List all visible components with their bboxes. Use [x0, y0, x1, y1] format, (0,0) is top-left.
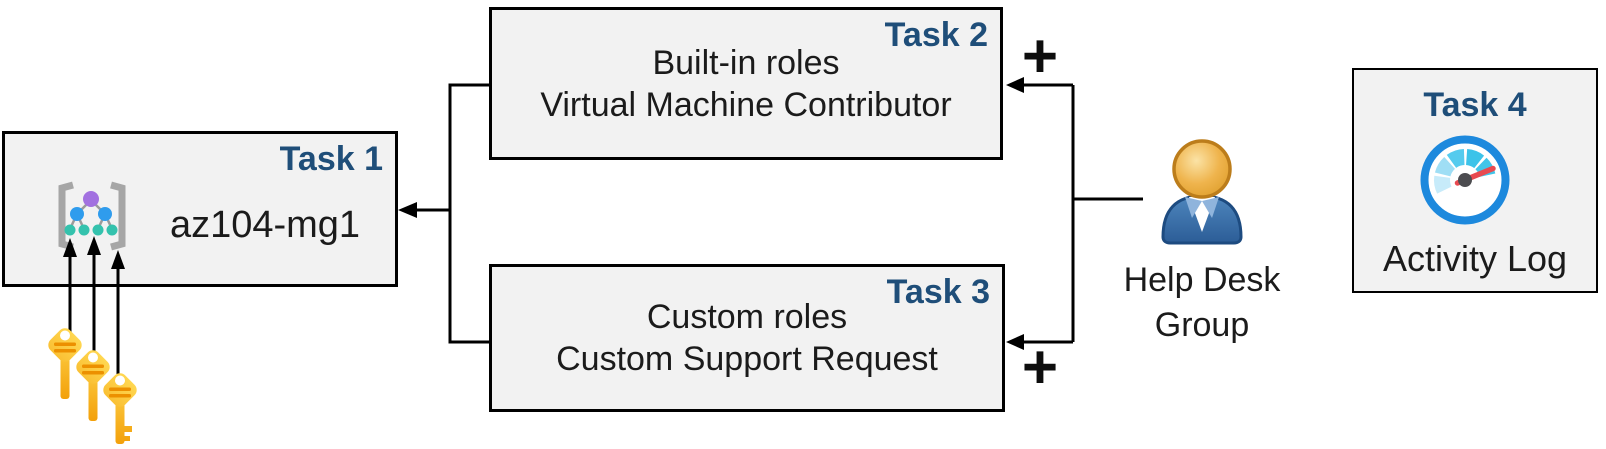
task4-box: Task 4 Activity Log	[1352, 68, 1598, 293]
plus-sign-task3: +	[1021, 333, 1059, 402]
group-label-line2: Group	[1154, 306, 1250, 344]
task3-label: Task 3	[886, 273, 990, 311]
gauge-dashboard-icon	[1420, 135, 1510, 225]
task2-line2: Virtual Machine Contributor	[540, 85, 952, 124]
group-label-line1: Help Desk	[1123, 261, 1281, 299]
person-head	[1172, 139, 1232, 199]
task3-box: Task 3 Custom roles Custom Support Reque…	[489, 264, 1005, 412]
task2-box: Task 2 Built-in roles Virtual Machine Co…	[489, 7, 1003, 160]
plus-sign-task2: +	[1021, 22, 1059, 91]
task3-line2: Custom Support Request	[556, 340, 938, 378]
keys-icon	[45, 325, 140, 444]
key-3	[100, 370, 140, 444]
task2-line1: Built-in roles	[652, 43, 840, 82]
management-group-name: az104-mg1	[169, 204, 361, 246]
task4-caption: Activity Log	[1382, 238, 1568, 279]
bracket-connector	[448, 83, 489, 344]
task3-line1: Custom roles	[646, 298, 848, 336]
task2-label: Task 2	[884, 16, 988, 54]
task4-label: Task 4	[1423, 86, 1527, 124]
task1-box: Task 1 az104-mg1	[2, 131, 398, 287]
user-person-icon	[1161, 139, 1243, 245]
gauge-hub	[1458, 173, 1472, 187]
help-desk-group-label: Help Desk Group	[1100, 258, 1304, 348]
management-group-icon	[58, 181, 126, 251]
right-bracket	[110, 181, 126, 251]
task1-label: Task 1	[279, 140, 383, 178]
